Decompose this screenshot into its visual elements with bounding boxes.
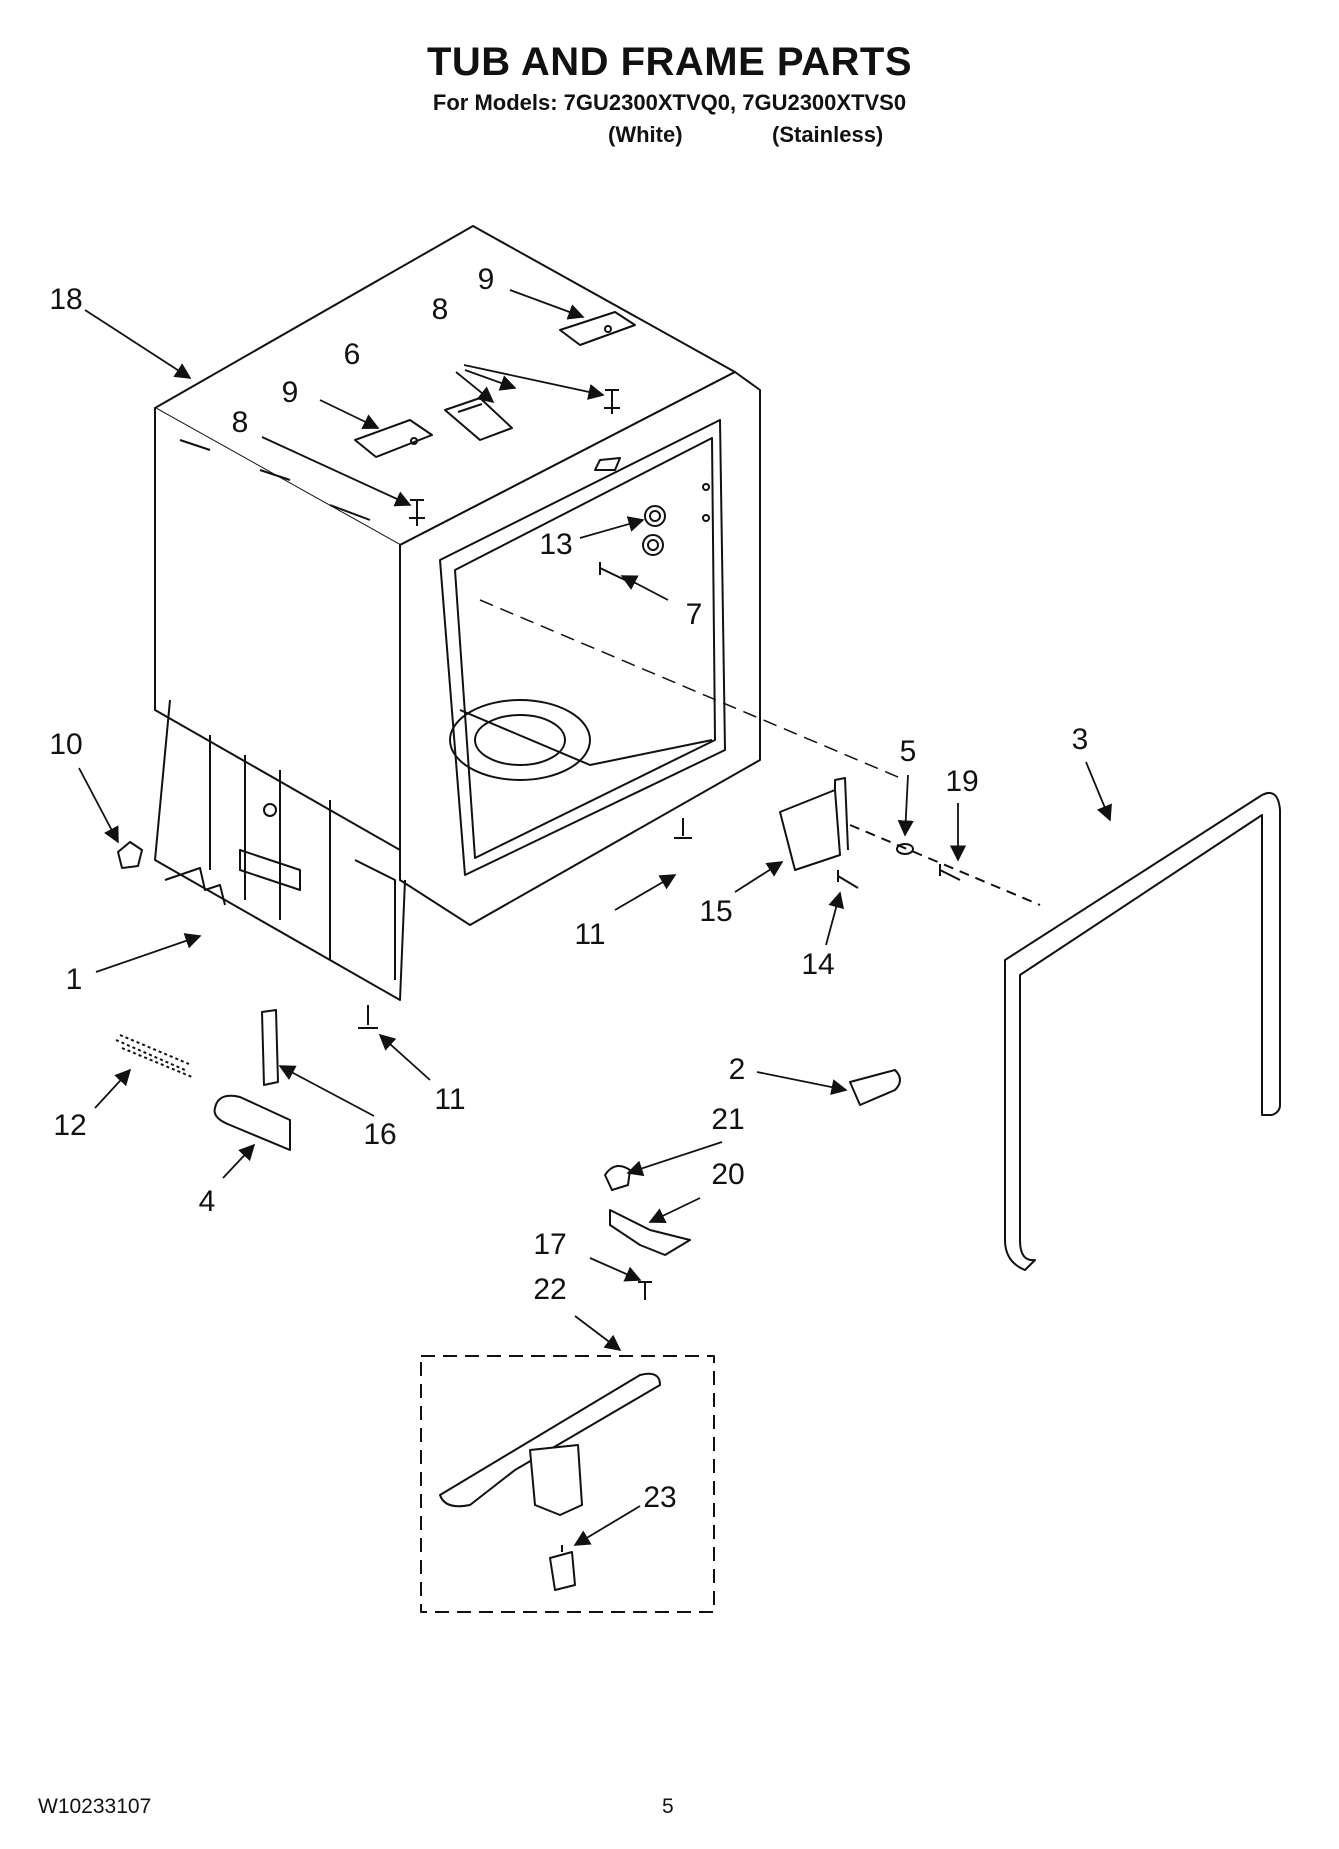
washer-part-5 bbox=[896, 843, 914, 855]
page-number: 5 bbox=[662, 1795, 674, 1818]
callout-8-lower: 8 bbox=[231, 406, 249, 439]
callout-10: 10 bbox=[49, 728, 83, 761]
callout-8-upper: 8 bbox=[431, 293, 449, 326]
callout-16: 16 bbox=[363, 1118, 397, 1151]
callout-21: 21 bbox=[711, 1103, 745, 1136]
screw-part-17 bbox=[638, 1281, 652, 1300]
spring-part-12 bbox=[115, 1034, 193, 1078]
callout-3: 3 bbox=[1071, 723, 1089, 756]
foot-part-11-upper bbox=[674, 818, 692, 839]
callout-13: 13 bbox=[539, 528, 573, 561]
bracket-part-20 bbox=[609, 1209, 691, 1256]
callout-15: 15 bbox=[699, 895, 733, 928]
callout-4: 4 bbox=[198, 1185, 216, 1218]
clip-part-6 bbox=[444, 397, 513, 441]
callout-9-upper: 9 bbox=[477, 263, 495, 296]
pad-part-4 bbox=[213, 1094, 291, 1151]
callout-11-upper: 11 bbox=[574, 918, 606, 951]
roller-part-13 bbox=[642, 483, 710, 556]
screw-8-upper bbox=[604, 389, 620, 414]
callout-7: 7 bbox=[685, 598, 703, 631]
callout-11-lower: 11 bbox=[434, 1083, 466, 1116]
foot-part-11-lower bbox=[358, 1005, 378, 1029]
callout-20: 20 bbox=[711, 1158, 745, 1191]
callout-17: 17 bbox=[533, 1228, 567, 1261]
spray-arm-part-22 bbox=[439, 1372, 661, 1516]
document-number: W10233107 bbox=[38, 1795, 152, 1818]
callout-6: 6 bbox=[343, 338, 361, 371]
finish-stainless: (Stainless) bbox=[772, 122, 884, 147]
callout-14: 14 bbox=[801, 948, 835, 981]
models-line: For Models: 7GU2300XTVQ0, 7GU2300XTVS0 bbox=[432, 90, 907, 115]
bracket-part-15 bbox=[779, 777, 849, 871]
screw-8-lower bbox=[409, 499, 425, 526]
door-gasket-part-3 bbox=[1004, 791, 1281, 1271]
callout-23: 23 bbox=[643, 1481, 677, 1514]
screw-part-19 bbox=[939, 864, 961, 881]
hinge-bracket-upper bbox=[559, 311, 636, 346]
screw-part-14 bbox=[837, 870, 859, 889]
callout-5: 5 bbox=[899, 735, 917, 768]
finish-white: (White) bbox=[608, 122, 683, 147]
callout-22: 22 bbox=[533, 1273, 567, 1306]
bearing-part-23 bbox=[549, 1545, 576, 1591]
callout-1: 1 bbox=[65, 963, 83, 996]
callout-18: 18 bbox=[49, 283, 83, 316]
kit-box-part-22 bbox=[420, 1355, 715, 1613]
leader-lines bbox=[78, 289, 1112, 1546]
grommet-part-10 bbox=[117, 841, 143, 869]
page-title: TUB AND FRAME PARTS bbox=[426, 40, 913, 84]
callout-9-lower: 9 bbox=[281, 376, 299, 409]
knob-part-21 bbox=[604, 1165, 631, 1191]
callout-12: 12 bbox=[53, 1109, 87, 1142]
clip-part-2 bbox=[849, 1069, 901, 1106]
strip-part-16 bbox=[261, 1009, 279, 1086]
callout-2: 2 bbox=[728, 1053, 746, 1086]
tub-assembly bbox=[154, 225, 761, 1001]
callout-19: 19 bbox=[945, 765, 979, 798]
hinge-bracket-lower bbox=[354, 419, 433, 458]
